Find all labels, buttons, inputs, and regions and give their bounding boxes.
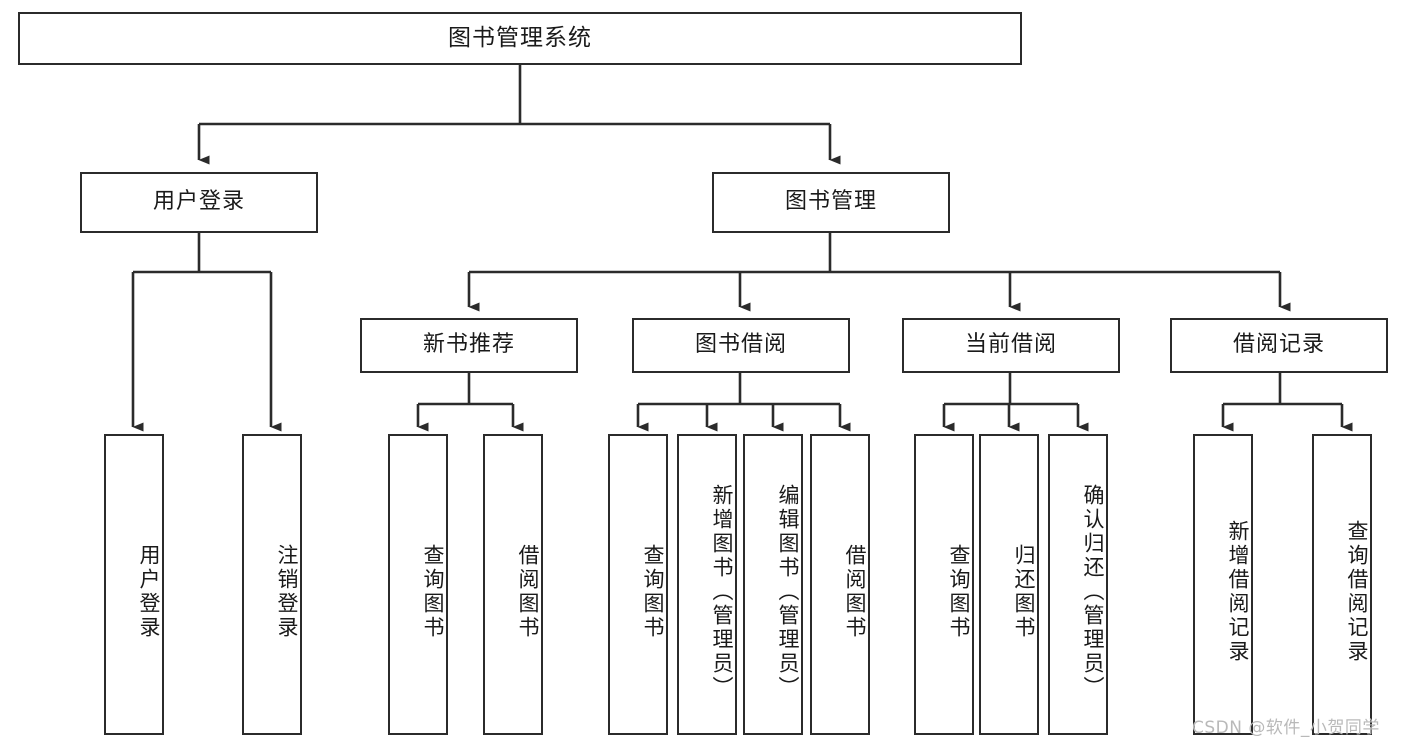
node-current-borrow[interactable]: 当前借阅 xyxy=(902,318,1120,373)
node-leaf-return-book-label: 归还图书 xyxy=(1012,543,1036,640)
node-user-login-label: 用户登录 xyxy=(152,189,245,215)
node-user-login[interactable]: 用户登录 xyxy=(80,172,318,233)
node-book-borrow[interactable]: 图书借阅 xyxy=(632,318,850,373)
node-leaf-confirm-return[interactable]: 确认归还（管理员） xyxy=(1048,434,1108,735)
node-leaf-query-book-1[interactable]: 查询图书 xyxy=(388,434,448,735)
node-leaf-add-record-label: 新增借阅记录 xyxy=(1226,519,1250,664)
node-leaf-query-record-label: 查询借阅记录 xyxy=(1345,519,1369,664)
node-leaf-user-login[interactable]: 用户登录 xyxy=(104,434,164,735)
node-leaf-query-book-1-label: 查询图书 xyxy=(421,543,445,640)
node-leaf-add-book-label: 新增图书（管理员） xyxy=(710,483,734,700)
node-leaf-borrow-book-2[interactable]: 借阅图书 xyxy=(810,434,870,735)
node-leaf-logout-login[interactable]: 注销登录 xyxy=(242,434,302,735)
node-borrow-record-label: 借阅记录 xyxy=(1232,332,1325,358)
node-leaf-query-book-3[interactable]: 查询图书 xyxy=(914,434,974,735)
node-leaf-borrow-book-2-label: 借阅图书 xyxy=(843,543,867,640)
node-new-book-recommend-label: 新书推荐 xyxy=(422,332,515,358)
node-leaf-edit-book[interactable]: 编辑图书（管理员） xyxy=(743,434,803,735)
node-leaf-add-book[interactable]: 新增图书（管理员） xyxy=(677,434,737,735)
node-book-borrow-label: 图书借阅 xyxy=(694,332,787,358)
node-leaf-borrow-book-1-label: 借阅图书 xyxy=(516,543,540,640)
node-new-book-recommend[interactable]: 新书推荐 xyxy=(360,318,578,373)
node-root[interactable]: 图书管理系统 xyxy=(18,12,1022,65)
node-leaf-query-book-3-label: 查询图书 xyxy=(947,543,971,640)
node-leaf-query-book-2[interactable]: 查询图书 xyxy=(608,434,668,735)
node-leaf-confirm-return-label: 确认归还（管理员） xyxy=(1081,483,1105,700)
node-root-label: 图书管理系统 xyxy=(448,24,592,51)
node-leaf-query-record[interactable]: 查询借阅记录 xyxy=(1312,434,1372,735)
node-leaf-user-login-label: 用户登录 xyxy=(137,543,161,640)
node-leaf-return-book[interactable]: 归还图书 xyxy=(979,434,1039,735)
node-book-management-label: 图书管理 xyxy=(784,189,877,215)
csdn-watermark: CSDN @软件_小贺同学 xyxy=(1192,718,1380,738)
node-leaf-add-record[interactable]: 新增借阅记录 xyxy=(1193,434,1253,735)
node-leaf-borrow-book-1[interactable]: 借阅图书 xyxy=(483,434,543,735)
node-borrow-record[interactable]: 借阅记录 xyxy=(1170,318,1388,373)
node-leaf-logout-login-label: 注销登录 xyxy=(275,543,299,640)
node-leaf-edit-book-label: 编辑图书（管理员） xyxy=(776,483,800,700)
node-book-management[interactable]: 图书管理 xyxy=(712,172,950,233)
node-current-borrow-label: 当前借阅 xyxy=(964,332,1057,358)
node-leaf-query-book-2-label: 查询图书 xyxy=(641,543,665,640)
